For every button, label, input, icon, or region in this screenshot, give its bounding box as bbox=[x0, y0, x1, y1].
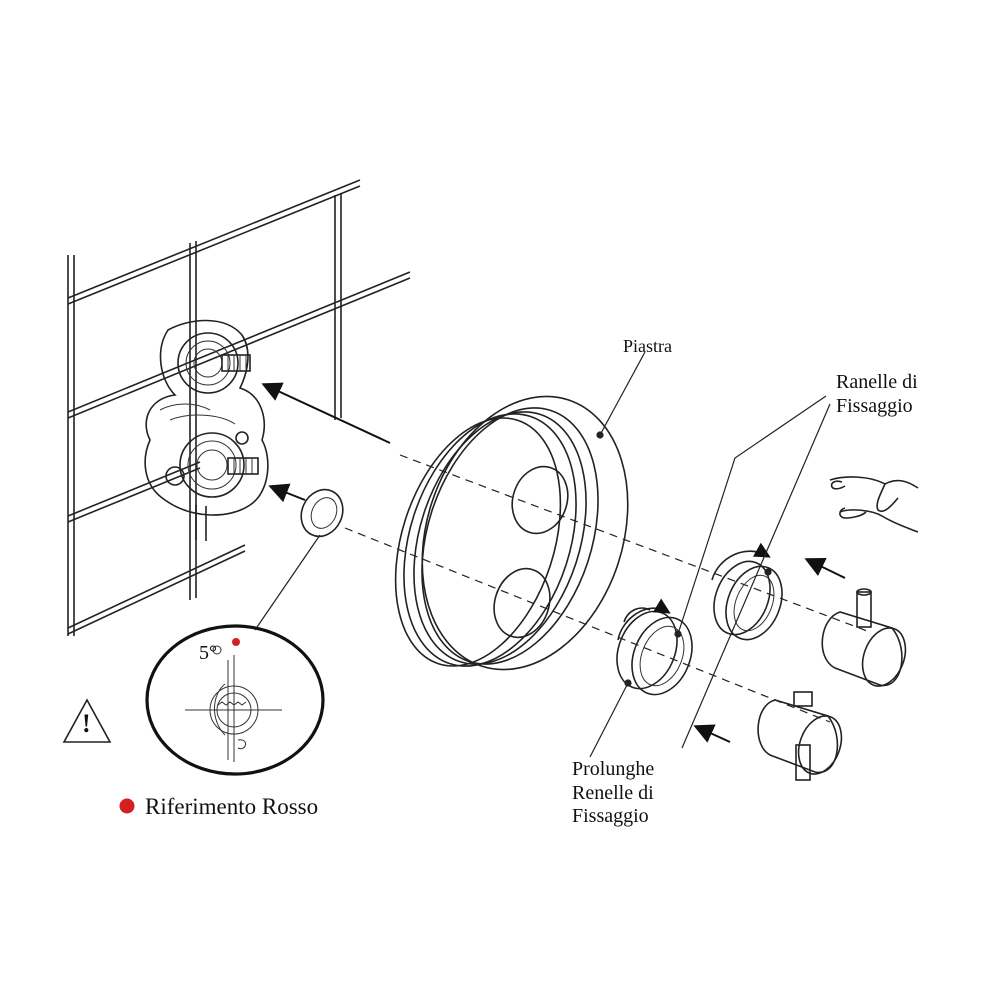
extension-ring bbox=[616, 598, 693, 696]
detail-inset bbox=[145, 624, 325, 776]
label-piastra: Piastra bbox=[623, 336, 672, 356]
upper-handle bbox=[821, 588, 907, 687]
insertion-arrows bbox=[261, 382, 846, 743]
warning-exclamation: ! bbox=[82, 709, 91, 738]
fixing-ring bbox=[711, 542, 783, 641]
lower-handle bbox=[757, 691, 843, 781]
hand-icon bbox=[829, 476, 919, 533]
legend-red-dot-icon bbox=[119, 798, 135, 814]
label-ranelle-di-fissaggio: Ranelle di Fissaggio bbox=[836, 371, 918, 417]
label-prolunghe-renelle-di-fissaggio: Prolunghe Renelle di Fissaggio bbox=[572, 758, 655, 828]
red-dot-icon bbox=[232, 638, 240, 646]
valve-body bbox=[144, 319, 269, 541]
label-degrees: 5° bbox=[199, 642, 217, 664]
assembly-axis-lines bbox=[344, 454, 871, 723]
reference-ring bbox=[300, 488, 344, 538]
label-riferimento-rosso: Riferimento Rosso bbox=[145, 794, 319, 819]
wall-tile-grid bbox=[67, 179, 411, 636]
cover-plate bbox=[394, 395, 629, 671]
leader-lines bbox=[254, 351, 831, 758]
warning-triangle-icon bbox=[62, 698, 112, 743]
